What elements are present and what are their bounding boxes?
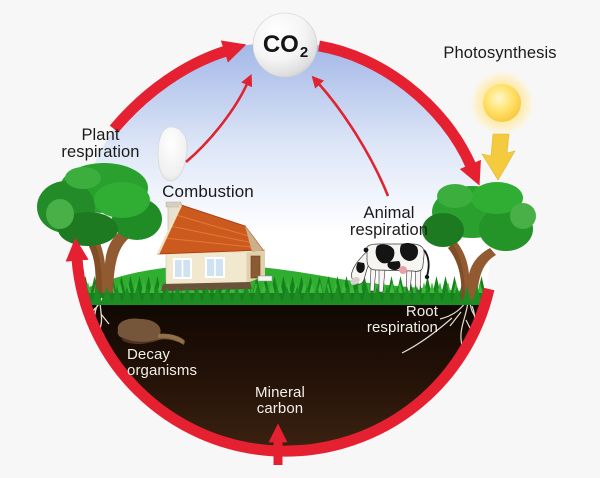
co2-sphere bbox=[252, 12, 318, 78]
smoke-icon bbox=[157, 126, 188, 182]
label-mineral-carbon: Mineral carbon bbox=[255, 384, 305, 417]
sun-icon bbox=[469, 70, 535, 136]
emission-arrows bbox=[185, 73, 390, 197]
label-plant-respiration: Plant respiration bbox=[61, 126, 140, 162]
co2-formula: CO bbox=[262, 31, 299, 58]
cycle-arc-bottom bbox=[65, 237, 495, 457]
cycle-arrows bbox=[65, 40, 495, 457]
cycle-arc-topright bbox=[318, 40, 481, 186]
label-decay-organisms: Decay organisms bbox=[127, 346, 198, 379]
sunlight-arrow-icon bbox=[481, 133, 516, 181]
co2-subscript: 2 bbox=[299, 43, 309, 61]
house-icon bbox=[156, 201, 273, 291]
label-root-respiration: Root respiration bbox=[366, 303, 438, 336]
decay-matter-icon bbox=[117, 318, 185, 345]
label-animal-respiration: Animal respiration bbox=[349, 204, 429, 240]
right-tree-icon bbox=[422, 182, 536, 300]
label-photosynthesis: Photosynthesis bbox=[443, 44, 557, 62]
left-tree-icon bbox=[37, 163, 162, 293]
animal-respiration-arrow bbox=[311, 75, 390, 197]
label-combustion: Combustion bbox=[162, 182, 254, 201]
combustion-arrow bbox=[185, 73, 253, 163]
grass-foreground bbox=[76, 286, 490, 305]
cycle-arc-topleft bbox=[109, 40, 247, 133]
